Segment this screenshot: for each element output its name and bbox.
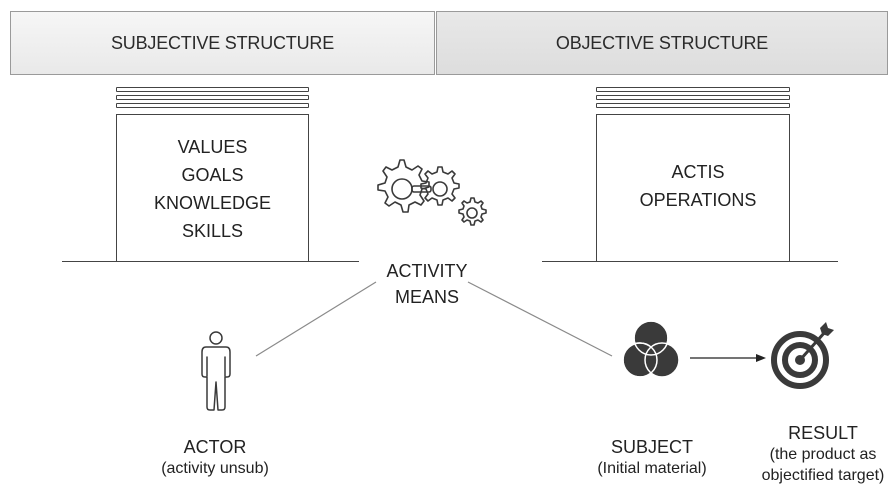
result-arrow-head <box>756 354 766 362</box>
subject-connector-line <box>467 281 613 357</box>
left-pillar-cap-bottom <box>116 103 309 108</box>
person-icon <box>201 331 231 411</box>
result-label: RESULT (the product as objectified targe… <box>754 422 892 486</box>
subject-label: SUBJECT (Initial material) <box>588 436 716 479</box>
subject-subtitle: (Initial material) <box>597 460 707 477</box>
left-pillar-text: VALUES GOALS KNOWLEDGE SKILLS <box>116 133 309 245</box>
pillar-line-operations: OPERATIONS <box>639 190 757 210</box>
subject-title: SUBJECT <box>610 437 693 457</box>
subjective-structure-label: SUBJECTIVE STRUCTURE <box>110 32 335 53</box>
objective-structure-label: OBJECTIVE STRUCTURE <box>555 32 769 53</box>
right-ground-line <box>542 261 838 262</box>
left-ground-line <box>62 261 359 262</box>
pillar-line-knowledge: KNOWLEDGE <box>153 193 272 213</box>
left-pillar-cap-top <box>116 87 309 92</box>
right-pillar-cap-bottom <box>596 103 790 108</box>
right-pillar-cap-middle <box>596 95 790 100</box>
pillar-line-values: VALUES <box>177 137 248 157</box>
activity-label: ACTIVITY <box>386 261 468 281</box>
pillar-line-actis: ACTIS <box>671 162 725 182</box>
gears-icon <box>377 159 487 226</box>
actor-connector-line <box>255 281 377 357</box>
actor-subtitle: (activity unsub) <box>161 460 269 477</box>
target-icon <box>771 322 834 389</box>
right-pillar-cap-top <box>596 87 790 92</box>
pillar-line-skills: SKILLS <box>181 221 244 241</box>
activity-means-label: ACTIVITY MEANS <box>372 258 482 310</box>
means-label: MEANS <box>394 287 459 307</box>
right-pillar-text: ACTIS OPERATIONS <box>596 158 800 214</box>
left-pillar-cap-middle <box>116 95 309 100</box>
right-pillar-body <box>596 114 790 261</box>
pillar-line-goals: GOALS <box>181 165 244 185</box>
venn-circles-icon <box>622 320 680 378</box>
result-title: RESULT <box>788 423 858 443</box>
result-subtitle-line2: objectified target) <box>761 467 885 484</box>
actor-title: ACTOR <box>183 437 247 457</box>
objective-structure-header: OBJECTIVE STRUCTURE <box>436 11 888 75</box>
result-subtitle-line1: (the product as <box>769 446 877 463</box>
left-pillar-body <box>116 114 309 261</box>
actor-label: ACTOR (activity unsub) <box>150 436 280 479</box>
subjective-structure-header: SUBJECTIVE STRUCTURE <box>10 11 435 75</box>
